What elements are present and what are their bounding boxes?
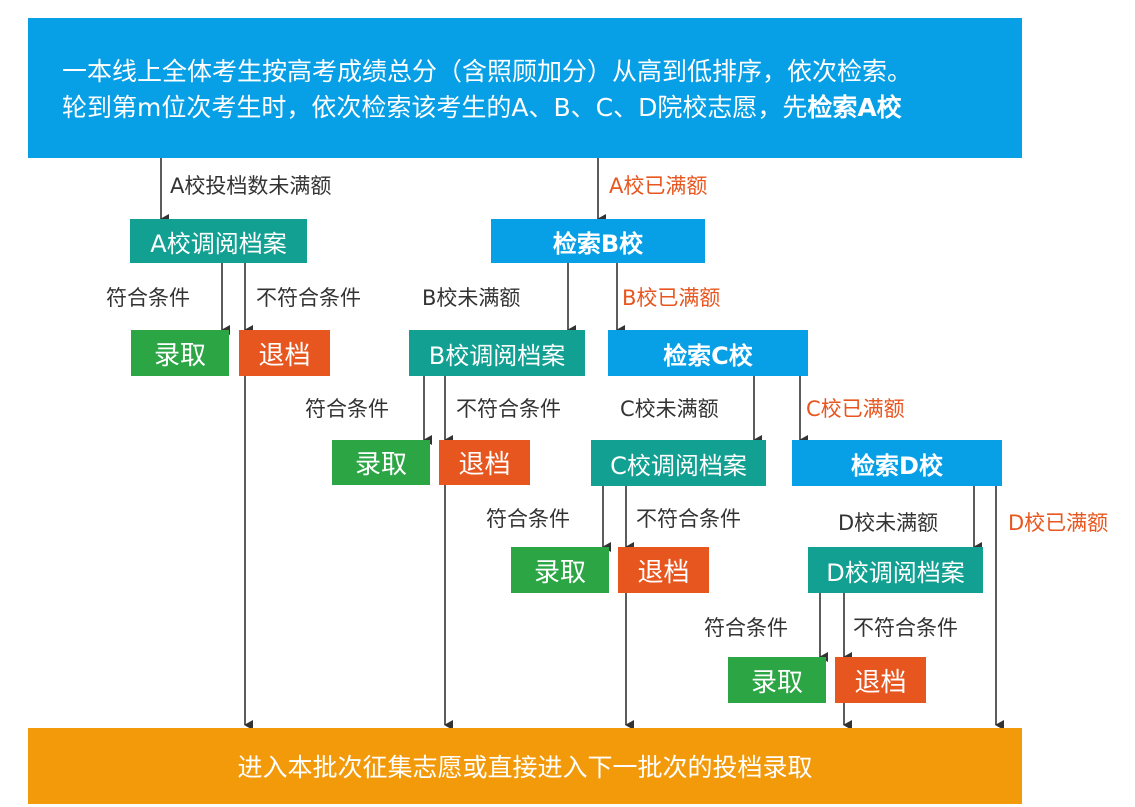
label-b-not-qualified: 不符合条件 — [456, 397, 561, 421]
label-a-full: A校已满额 — [609, 174, 708, 198]
intro-line-1: 一本线上全体考生按高考成绩总分（含照顾加分）从高到低排序，依次检索。 — [62, 57, 913, 86]
search-c-box: 检索C校 — [608, 330, 808, 376]
label-d-qualified: 符合条件 — [704, 616, 788, 640]
label-b-qualified: 符合条件 — [305, 397, 389, 421]
label-d-not-qualified: 不符合条件 — [853, 616, 958, 640]
b-reject-box: 退档 — [439, 440, 530, 485]
a-reject-box: 退档 — [239, 330, 330, 376]
label-b-full: B校已满额 — [622, 286, 721, 310]
label-b-not-full: B校未满额 — [422, 286, 521, 310]
label-c-full: C校已满额 — [806, 397, 905, 421]
d-reject-box: 退档 — [835, 657, 926, 703]
label-a-not-full: A校投档数未满额 — [170, 174, 332, 198]
c-review-box: C校调阅档案 — [591, 440, 766, 486]
label-a-not-qualified: 不符合条件 — [256, 286, 361, 310]
d-admit-box: 录取 — [728, 657, 826, 703]
b-admit-box: 录取 — [332, 440, 430, 485]
label-c-qualified: 符合条件 — [486, 507, 570, 531]
c-reject-box: 退档 — [618, 547, 709, 593]
label-d-full: D校已满额 — [1008, 511, 1109, 535]
intro-line-2-bold: 检索A校 — [807, 93, 902, 122]
intro-box: 一本线上全体考生按高考成绩总分（含照顾加分）从高到低排序，依次检索。 轮到第m位… — [28, 18, 1022, 158]
search-b-box: 检索B校 — [491, 219, 705, 263]
next-step-box: 进入本批次征集志愿或直接进入下一批次的投档录取 — [28, 728, 1022, 804]
intro-line-2: 轮到第m位次考生时，依次检索该考生的A、B、C、D院校志愿，先检索A校 — [62, 90, 1022, 126]
a-admit-box: 录取 — [131, 330, 229, 376]
label-d-not-full: D校未满额 — [838, 511, 939, 535]
label-c-not-full: C校未满额 — [620, 397, 719, 421]
d-review-box: D校调阅档案 — [808, 547, 983, 593]
search-d-box: 检索D校 — [792, 440, 1002, 486]
label-a-qualified: 符合条件 — [106, 286, 190, 310]
c-admit-box: 录取 — [511, 547, 609, 593]
intro-line-2-text: 轮到第m位次考生时，依次检索该考生的A、B、C、D院校志愿，先 — [62, 93, 808, 122]
label-c-not-qualified: 不符合条件 — [636, 507, 741, 531]
a-review-box: A校调阅档案 — [130, 219, 307, 263]
b-review-box: B校调阅档案 — [409, 330, 585, 376]
